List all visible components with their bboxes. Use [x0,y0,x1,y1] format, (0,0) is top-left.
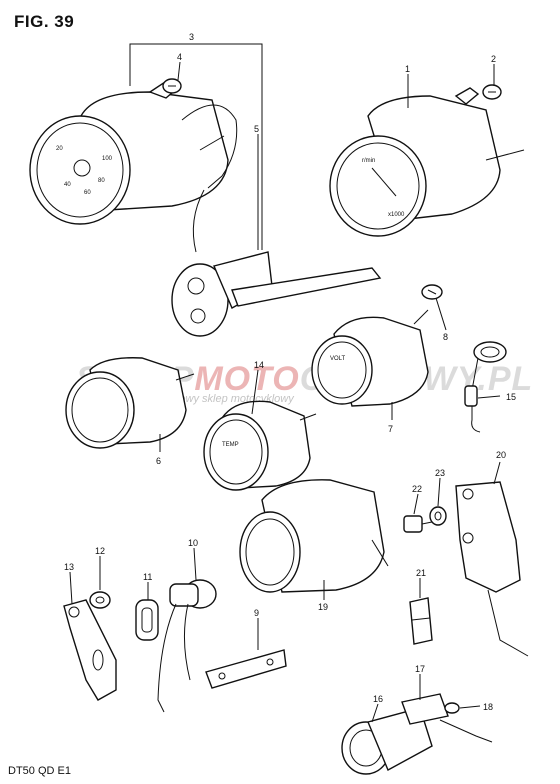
part-washer-23 [429,506,447,526]
callouts: 1 2 3 4 5 6 7 8 9 10 11 12 13 14 15 16 1… [64,32,516,712]
callout-18: 18 [483,702,493,712]
leader-lines [69,61,501,723]
part-voltmeter: VOLT [311,309,429,407]
part-ring-cable [464,341,507,433]
callout-15: 15 [506,392,516,402]
callout-13: 13 [64,562,74,572]
part-bulb-2 [482,84,502,100]
voltmeter-label: VOLT [330,356,346,362]
part-meter-housing [239,479,389,593]
callout-12: 12 [95,546,105,556]
callout-20: 20 [496,450,506,460]
part-socket-10 [157,579,217,713]
part-bracket-17 [401,693,449,725]
part-bracket-13 [63,599,117,701]
callout-2: 2 [491,54,496,64]
part-screw-22 [403,515,433,533]
callout-14: 14 [254,360,264,370]
callout-17: 17 [415,664,425,674]
callout-4: 4 [177,52,182,62]
part-combo-meter: 20 40 60 80 100 [29,79,238,225]
callout-9: 9 [254,608,259,618]
callout-16: 16 [373,694,383,704]
callout-6: 6 [156,456,161,466]
callout-5: 5 [254,124,259,134]
callout-21: 21 [416,568,426,578]
callout-1: 1 [405,64,410,74]
svg-text:60: 60 [84,190,91,196]
part-clip-21 [409,597,433,645]
part-meter-bracket [171,189,382,337]
svg-text:80: 80 [98,178,105,184]
svg-text:r/min: r/min [362,158,375,164]
svg-text:40: 40 [64,182,71,188]
callout-23: 23 [435,468,445,478]
part-screw-18 [439,702,493,743]
callout-22: 22 [412,484,422,494]
callout-11: 11 [143,572,152,582]
temp-label: TEMP [222,442,239,448]
svg-text:100: 100 [102,156,113,162]
figure-title: FIG. 39 [14,12,75,31]
callout-bracket-3 [129,43,263,250]
part-mount-plate-20 [455,481,529,657]
part-bulb-8 [421,284,443,300]
part-tachometer: r/min x1000 [329,87,525,237]
part-bracket-9 [205,649,287,689]
svg-text:x1000: x1000 [388,212,405,218]
callout-7: 7 [388,424,393,434]
callout-3: 3 [189,32,194,42]
svg-text:20: 20 [56,146,63,152]
part-buzzer-16 [341,707,433,775]
part-washer-12 [89,591,111,609]
part-temp-gauge: TEMP [203,400,317,491]
callout-8: 8 [443,332,448,342]
watermark-brand-accent: MOTO [194,360,300,398]
callout-10: 10 [188,538,198,548]
callout-19: 19 [318,602,328,612]
part-gauge-6 [65,357,195,449]
part-grommet-11 [135,599,159,641]
figure-footer: DT50 QD E1 [8,765,71,777]
part-bulb-4 [162,78,182,94]
